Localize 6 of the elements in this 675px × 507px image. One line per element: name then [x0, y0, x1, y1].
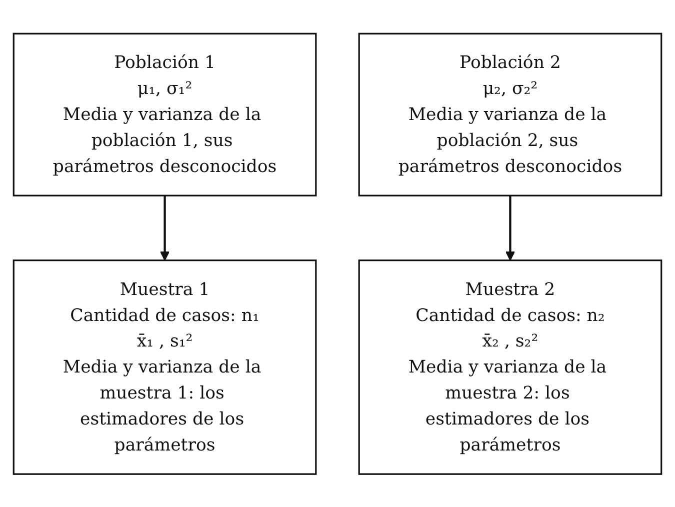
- arrow: [160, 195, 170, 260]
- node-box: Población 2 μ₂, σ₂² Media y varianza de la población 2, sus parámetros desconocidos: [358, 32, 662, 196]
- node-box: Muestra 1 Cantidad de casos: n₁ x̄₁ , s₁² Media y varianza de la muestra 1: los estimadores de los parámetros: [12, 259, 317, 475]
- node-box: Población 1 μ₁, σ₁² Media y varianza de la población 1, sus parámetros desconocidos: [12, 32, 317, 196]
- node-box: Muestra 2 Cantidad de casos: n₂ x̄₂ , s₂² Media y varianza de la muestra 2: los estimadores de los parámetros: [358, 259, 662, 475]
- arrow: [505, 195, 515, 260]
